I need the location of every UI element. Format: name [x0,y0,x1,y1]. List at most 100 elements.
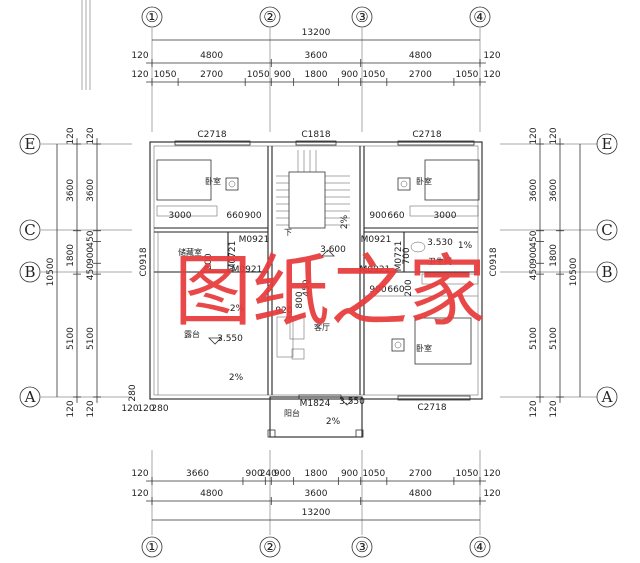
dimension-text: 120 [483,489,500,499]
dimension-text: 120 [66,127,76,144]
slope-label: 2% [230,304,245,314]
slope-label: 2% [326,417,341,427]
door-label: M0721 [228,241,238,272]
wardrobe [421,273,479,285]
dimension-text: 13200 [302,508,331,518]
table [397,177,411,191]
dimension-text: 900 [244,211,261,221]
elevation-label: 3.530 [427,238,453,248]
window-label: C1818 [301,130,330,140]
dimension-text: 3600 [549,179,559,202]
room-label: 客厅 [314,322,330,332]
door-label: M0721 [394,241,404,272]
dimension-text: 3660 [186,469,209,479]
window [295,140,337,146]
dimension-text: 450 [86,230,96,247]
dimension-text: 5100 [86,327,96,350]
dimension-text: 450 [302,279,312,296]
elevation-label: 3.550 [217,334,243,344]
dimension-text: 5100 [549,327,559,350]
dimension-text: 900 [274,70,291,80]
stair-well [288,171,326,229]
axis-bubble [469,536,491,558]
dimension-text: 4800 [200,51,223,61]
room-label: 卧室 [416,343,432,353]
dimension-text: 1050 [456,469,479,479]
dimension-text: 900 [274,469,291,479]
room-label: 卧室 [205,176,221,186]
room-label: 储藏室 [178,247,202,257]
dimension-text: 120 [131,70,148,80]
door-label: M0921 [239,235,270,245]
sofa [276,316,294,358]
dimension-text: 120 [66,400,76,417]
dimension-text: 3600 [86,179,96,202]
dimension-text: 1050 [247,70,270,80]
dimension-text: 120 [131,469,148,479]
axis-label-left: C [24,221,35,239]
axis-bubble [141,6,163,28]
column [355,429,364,438]
axis-bubble [19,386,41,408]
watermark: 图纸之家 [174,247,486,337]
axis-bubble [141,536,163,558]
room-label: 卧室 [416,176,432,186]
bed [424,159,480,201]
dimension-text: 4800 [409,51,432,61]
dimension-text: 13200 [302,28,331,38]
axis-label-bottom: ③ [355,538,368,556]
dimension-text: 200 [404,279,414,296]
balcony [269,396,363,438]
elevation-label: 3.550 [339,397,365,407]
window-label: C0918 [139,247,149,276]
dimension-text: 3600 [529,179,539,202]
room-label: 卫生间 [428,256,452,266]
axis-bubble [351,6,373,28]
dimension-text: 280 [128,384,138,401]
elevation-marker [208,337,222,345]
dimension-text: 900 [341,469,358,479]
axis-label-bottom: ① [145,538,158,556]
window [397,140,475,146]
table [225,177,239,191]
dimension-text: 120 [121,404,138,414]
dimension-text: 1800 [305,70,328,80]
dimension-text: 900 [529,247,539,264]
dimension-text: 120 [549,127,559,144]
wardrobe [409,205,479,217]
axis-label-left: A [24,388,36,406]
dimension-text: 1800 [66,244,76,267]
axis-label-left: E [25,135,36,153]
dimension-text: 120 [529,400,539,417]
axis-bubble [596,133,618,155]
dimension-text: 2700 [409,469,432,479]
dimension-text: 920 [275,306,292,316]
axis-bubble [596,219,618,241]
dimension-text: 3600 [305,489,328,499]
dimension-text: 5100 [66,327,76,350]
axis-bubble [596,386,618,408]
dimension-text: 900 [86,247,96,264]
axis-label-top: ② [263,8,276,26]
dimension-text: 450 [529,263,539,280]
axis-label-top: ④ [473,8,486,26]
dimension-text: 900 [341,70,358,80]
dimension-text: 120 [529,127,539,144]
dimension-text: 2700 [200,70,223,80]
slope-label: 2% [229,373,244,383]
stair-label: 下 [284,228,292,237]
dimension-text: 4800 [200,489,223,499]
washbasin [410,241,426,253]
dimension-text: 450 [529,230,539,247]
table [391,338,405,352]
elevation-marker [340,398,354,406]
dimension-text: 120 [549,400,559,417]
slope-label: 2% [340,214,350,229]
lamp [400,180,408,188]
dimension-text: 1050 [456,70,479,80]
window-label: C2718 [417,403,446,413]
elevation-label: 3.600 [320,245,346,255]
dimension-text: 3000 [169,211,192,221]
axis-label-top: ① [145,8,158,26]
